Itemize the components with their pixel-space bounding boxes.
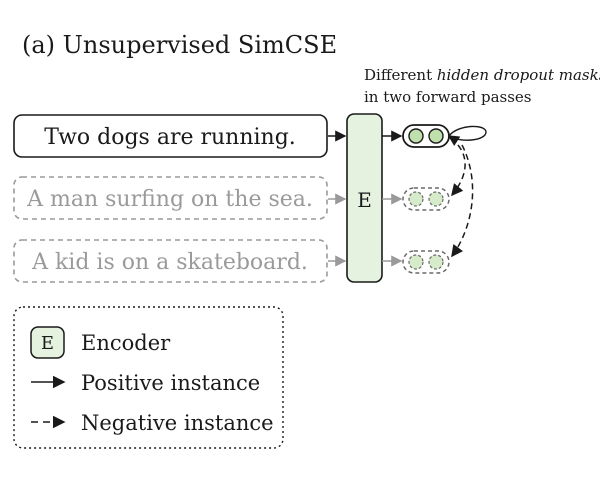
- dropout-note-prefix: Different: [364, 66, 437, 84]
- encoder-label: E: [357, 188, 372, 212]
- sentence-box-1: Two dogs are running.: [13, 114, 328, 158]
- embedding-negative-2: [402, 250, 450, 274]
- legend-encoder-label: Encoder: [81, 331, 171, 355]
- sentence-text-3: A kid is on a skateboard.: [31, 250, 308, 275]
- embedding-dot: [408, 191, 424, 207]
- embedding-dot: [428, 128, 444, 144]
- sentence-box-3: A kid is on a skateboard.: [13, 239, 328, 283]
- embedding-dot: [428, 254, 444, 270]
- diagram-title: (a) Unsupervised SimCSE: [22, 31, 337, 59]
- sentence-text-2: A man surfing on the sea.: [26, 187, 313, 212]
- embedding-dot: [408, 128, 424, 144]
- embedding-negative-1: [402, 187, 450, 211]
- positive-self-loop: [447, 125, 487, 146]
- sentence-box-2: A man surfing on the sea.: [13, 176, 328, 220]
- embedding-dot: [428, 191, 444, 207]
- dropout-note-emph: hidden dropout masks: [437, 66, 600, 84]
- dropout-note-line2: in two forward passes: [364, 88, 531, 106]
- embedding-anchor: [402, 124, 450, 148]
- legend-encoder-symbol: [30, 326, 65, 359]
- legend: E Encoder Positive instance Negative ins…: [13, 306, 284, 449]
- dropout-note-line1: Different hidden dropout masks: [364, 66, 600, 84]
- negative-arrow-1: [451, 144, 466, 197]
- sentence-text-1: Two dogs are running.: [44, 125, 296, 150]
- encoder-block: E: [346, 113, 383, 283]
- legend-positive-label: Positive instance: [81, 371, 260, 395]
- legend-negative-label: Negative instance: [81, 411, 274, 435]
- negative-arrow-2: [451, 144, 474, 258]
- legend-encoder-symbol-label: E: [41, 333, 54, 354]
- embedding-dot: [408, 254, 424, 270]
